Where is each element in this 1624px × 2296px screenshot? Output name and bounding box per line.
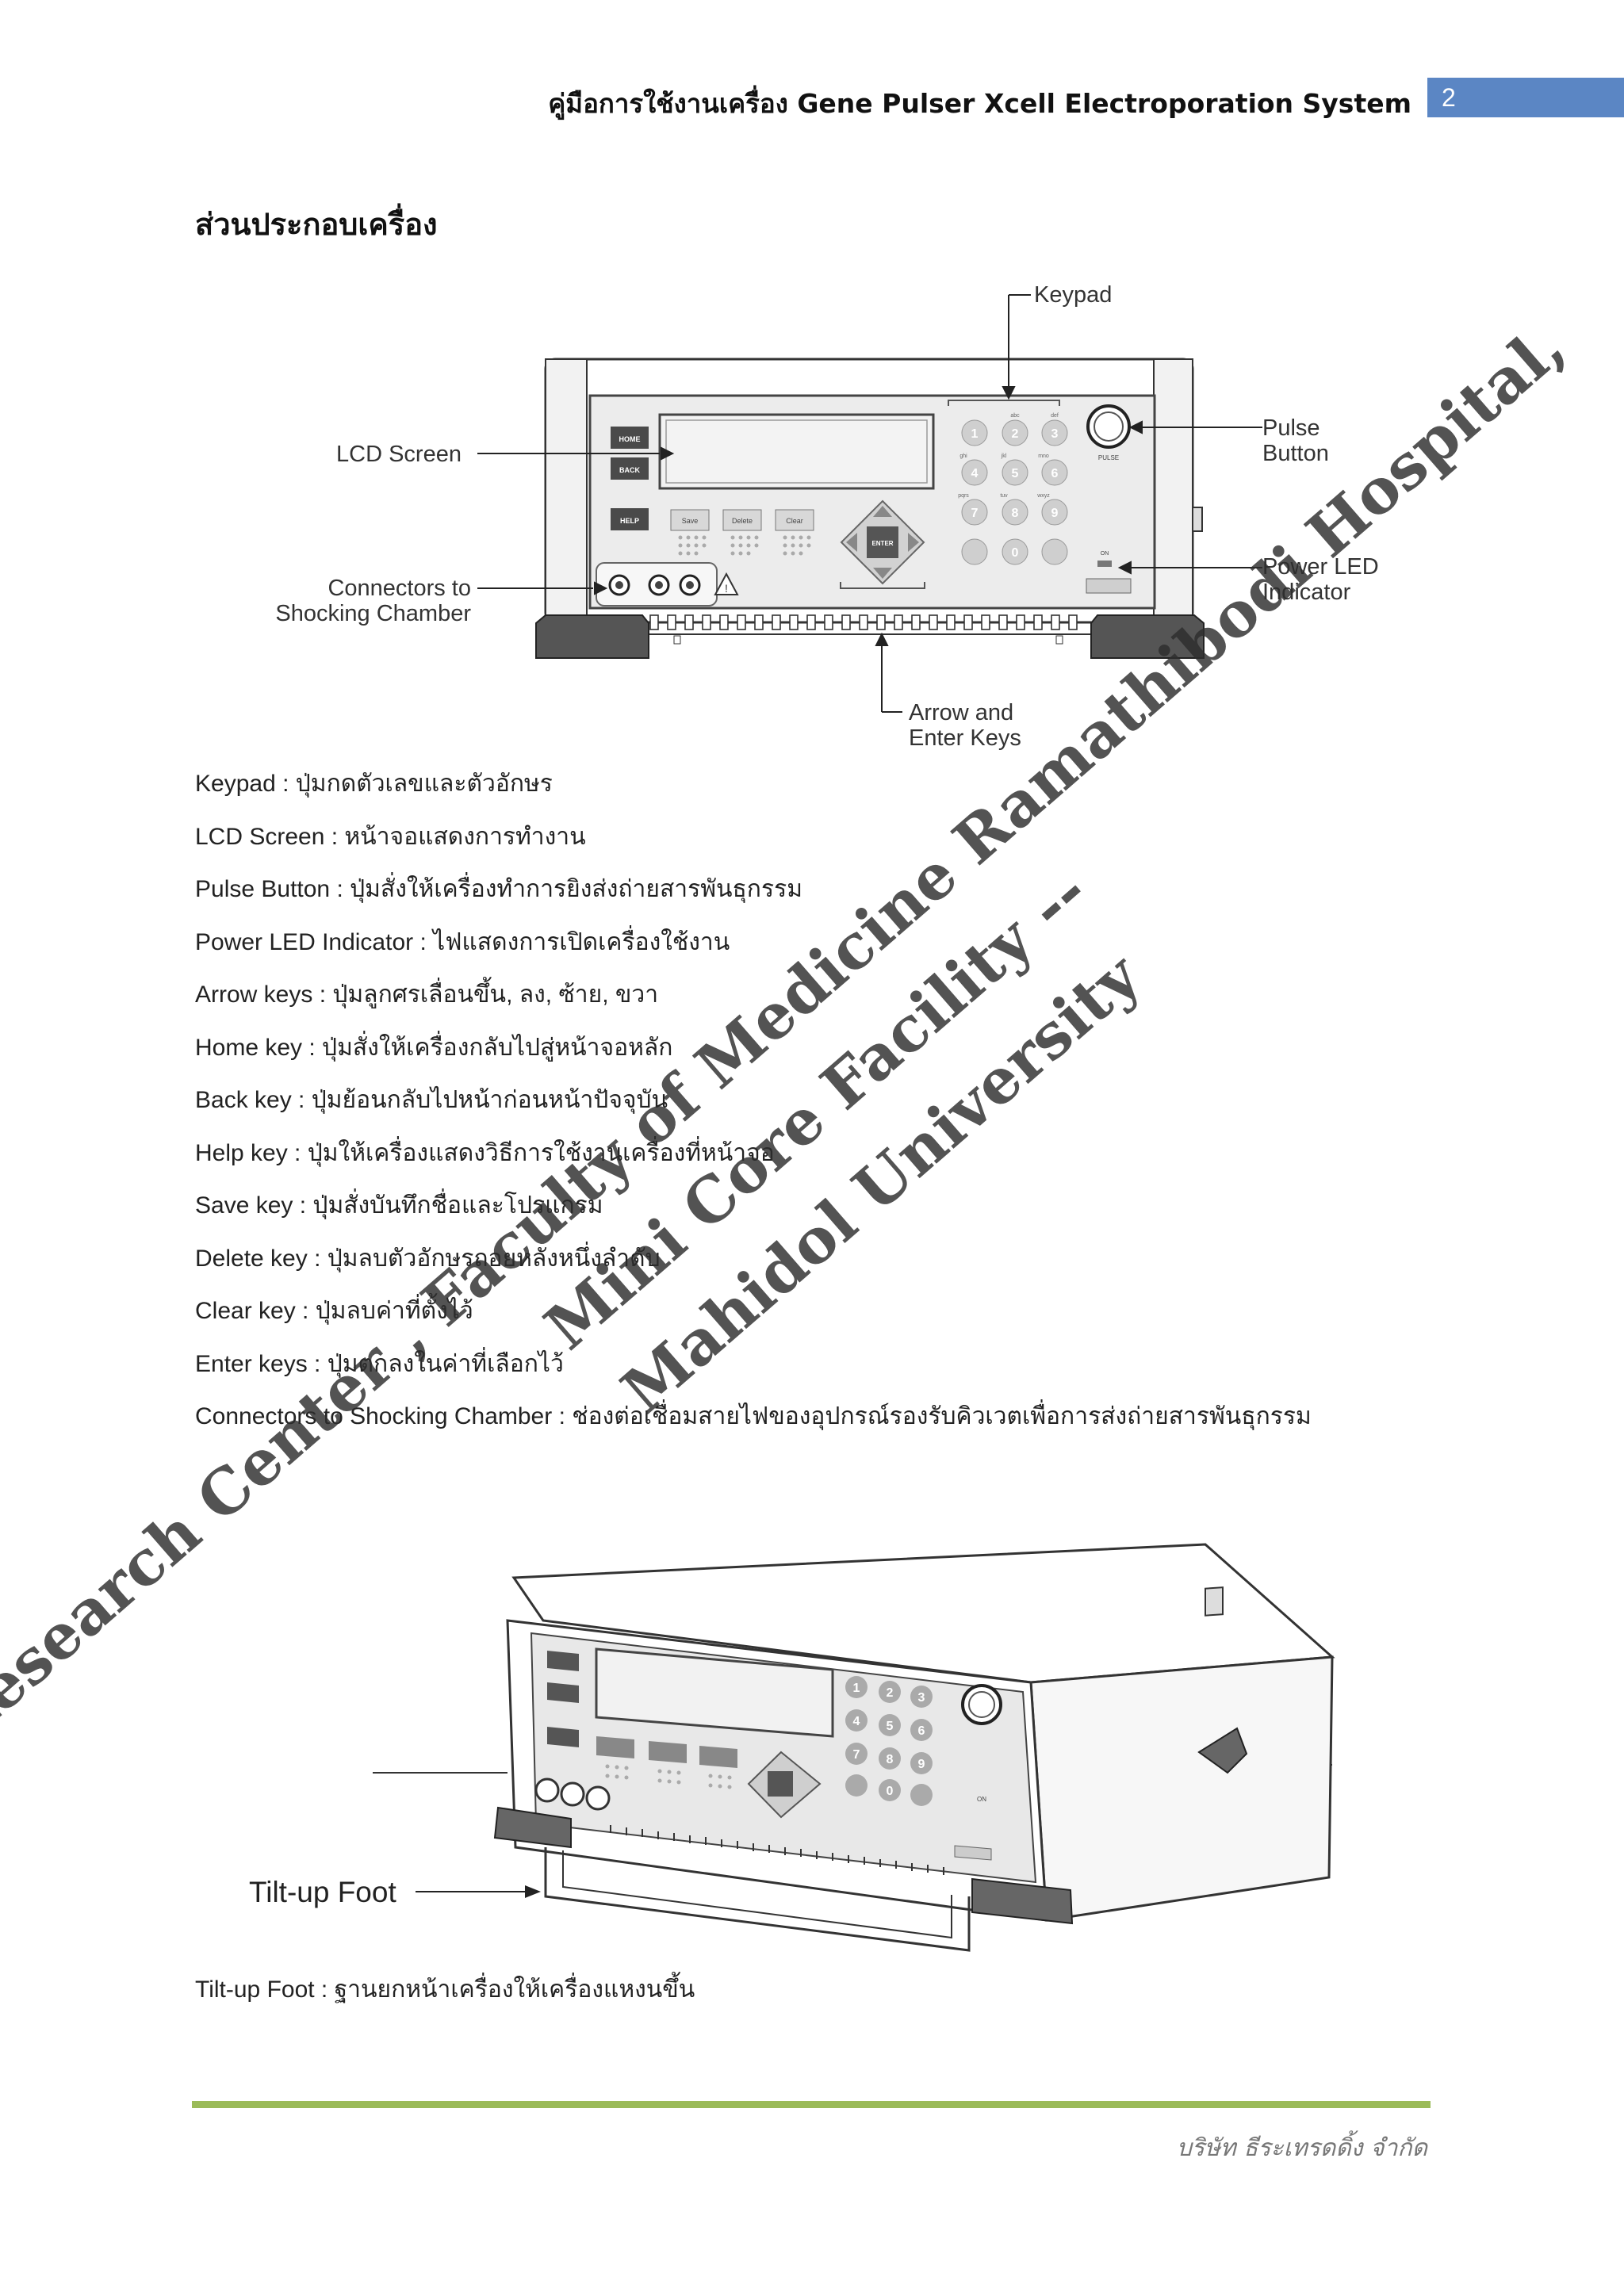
key-0: 0: [1012, 546, 1019, 560]
label-pulse-button-2: Button: [1262, 441, 1329, 466]
perspective-lcd: [595, 1647, 834, 1738]
svg-text:abc: abc: [1010, 413, 1020, 419]
desc-keypad: Keypad : ปุ่มกดตัวเลขและตัวอักษร: [195, 771, 553, 797]
footer-company: บริษัท ธีระเทรดดิ้ง จำกัด: [1176, 2134, 1427, 2162]
perspective-vents: [610, 1825, 944, 1875]
label-connectors-1: Connectors to: [327, 576, 471, 601]
label-power-led-2: Indicator: [1262, 580, 1351, 605]
desc-help-key: Help key : ปุ่มให้เครื่องแสดงวิธีการใช้ง…: [195, 1139, 775, 1166]
keypad-letter-labels: abc def ghi jkl mno pqrs tuv wxyz: [958, 413, 1059, 499]
desc-connectors: Connectors to Shocking Chamber : ช่องต่อ…: [195, 1403, 1312, 1429]
power-led: [1097, 561, 1112, 567]
enter-key: [867, 526, 898, 558]
label-lcd-screen: LCD Screen: [336, 442, 462, 467]
clear-key-label: Clear: [786, 517, 803, 525]
delete-key-label: Delete: [732, 517, 753, 525]
help-key: [611, 508, 649, 530]
vent-slots: [649, 614, 1078, 630]
desc-enter-keys: Enter keys : ปุ่มตกลงในค่าที่เลือกไว้: [195, 1350, 564, 1377]
key-8: 8: [1012, 507, 1019, 520]
clear-key: Clear: [775, 509, 814, 531]
key-2: 2: [1012, 427, 1019, 441]
home-key: [611, 427, 649, 449]
perspective-on-label: ON: [977, 1796, 986, 1803]
key-9: 9: [1051, 507, 1059, 520]
svg-text:jkl: jkl: [1001, 453, 1007, 459]
svg-text:6: 6: [918, 1724, 925, 1738]
svg-text:tuv: tuv: [1000, 493, 1008, 499]
svg-text:9: 9: [918, 1758, 925, 1771]
svg-text:!: !: [725, 582, 728, 595]
svg-text:mno: mno: [1038, 453, 1049, 459]
page-number-box: 2: [1427, 78, 1624, 117]
svg-text:ghi: ghi: [959, 453, 967, 459]
save-key: Save: [670, 509, 710, 531]
svg-text:def: def: [1051, 413, 1059, 419]
keypad: 1 2 3 4 5 6 7 8 9 0: [961, 419, 1068, 565]
callout-lines: [477, 294, 1262, 713]
svg-text:0: 0: [887, 1785, 894, 1798]
device-side: [1029, 1655, 1334, 1922]
perspective-view-diagram: 1 2 3 4 5 6 7 8 9 0 ON Tilt-up Foot: [249, 1543, 1335, 1952]
label-power-led-1: Power LED: [1262, 554, 1379, 580]
power-led-label: ON: [1101, 551, 1109, 557]
arrow-enter-keys: ENTER: [840, 499, 925, 585]
svg-text:1: 1: [853, 1682, 860, 1695]
desc-lcd-screen: LCD Screen : หน้าจอแสดงการทำงาน: [195, 823, 586, 850]
desc-power-led: Power LED Indicator : ไฟแสดงการเปิดเครื่…: [195, 928, 730, 955]
desc-back-key: Back key : ปุ่มย้อนกลับไปหน้าก่อนหน้าปัจ…: [195, 1087, 668, 1113]
key-1: 1: [971, 427, 979, 441]
svg-text:3: 3: [918, 1691, 925, 1705]
label-arrow-enter-2: Enter Keys: [909, 725, 1021, 751]
svg-text:pqrs: pqrs: [958, 493, 969, 499]
page-header-title: คู่มือการใช้งานเครื่อง Gene Pulser Xcell…: [548, 88, 1411, 119]
soft-key-dots: [678, 535, 811, 556]
footer-rule: [192, 2101, 1431, 2108]
label-pulse-button-1: Pulse: [1262, 415, 1320, 441]
svg-text:5: 5: [887, 1720, 894, 1733]
label-keypad: Keypad: [1034, 282, 1112, 308]
back-key-label: BACK: [619, 466, 640, 474]
key-3: 3: [1051, 427, 1059, 441]
shocking-chamber-connectors: !: [608, 572, 739, 596]
desc-home-key: Home key : ปุ่มสั่งให้เครื่องกลับไปสู่หน…: [195, 1034, 673, 1061]
delete-key: Delete: [722, 509, 762, 531]
label-tilt-up-foot: Tilt-up Foot: [249, 1876, 396, 1908]
tilt-up-foot-description: Tilt-up Foot : ฐานยกหน้าเครื่องให้เครื่อ…: [195, 1976, 695, 2003]
desc-arrow-keys: Arrow keys : ปุ่มลูกศรเลื่อนขึ้น, ลง, ซ้…: [195, 982, 659, 1008]
svg-text:7: 7: [853, 1748, 860, 1762]
label-connectors-2: Shocking Chamber: [275, 601, 471, 626]
front-foot-right: [1090, 614, 1205, 659]
front-foot-left: [535, 614, 649, 659]
lcd-screen: [658, 413, 935, 490]
perspective-keypad: 1 2 3 4 5 6 7 8 9 0: [845, 1676, 933, 1806]
pulse-button-label: PULSE: [1098, 454, 1119, 461]
svg-text:2: 2: [887, 1686, 894, 1700]
tilt-up-foot: [544, 1847, 971, 1952]
key-7: 7: [971, 507, 979, 520]
svg-text:4: 4: [853, 1715, 860, 1728]
key-4: 4: [971, 467, 979, 480]
component-description-list: Keypad : ปุ่มกดตัวเลขและตัวอักษร LCD Scr…: [195, 764, 1312, 1450]
save-key-label: Save: [682, 517, 699, 525]
svg-text:8: 8: [887, 1753, 894, 1766]
home-key-label: HOME: [619, 435, 641, 443]
key-5: 5: [1012, 467, 1019, 480]
front-view-diagram: HOME BACK HELP Save Delete Clear ENTER: [275, 282, 1379, 751]
svg-text:wxyz: wxyz: [1036, 493, 1050, 499]
label-arrow-enter-1: Arrow and: [909, 700, 1013, 725]
desc-pulse-button: Pulse Button : ปุ่มสั่งให้เครื่องทำการยิ…: [195, 876, 802, 902]
desc-clear-key: Clear key : ปุ่มลบค่าที่ตั้งไว้: [195, 1298, 473, 1324]
desc-delete-key: Delete key : ปุ่มลบตัวอักษรถอยหลังหนึ่งล…: [195, 1245, 661, 1272]
enter-key-label: ENTER: [871, 540, 893, 547]
help-key-label: HELP: [620, 517, 639, 525]
desc-save-key: Save key : ปุ่มสั่งบันทึกชื่อและโปรแกรม: [195, 1192, 603, 1219]
key-6: 6: [1051, 467, 1059, 480]
back-key: [611, 457, 649, 480]
section-title: ส่วนประกอบเครื่อง: [195, 207, 438, 242]
